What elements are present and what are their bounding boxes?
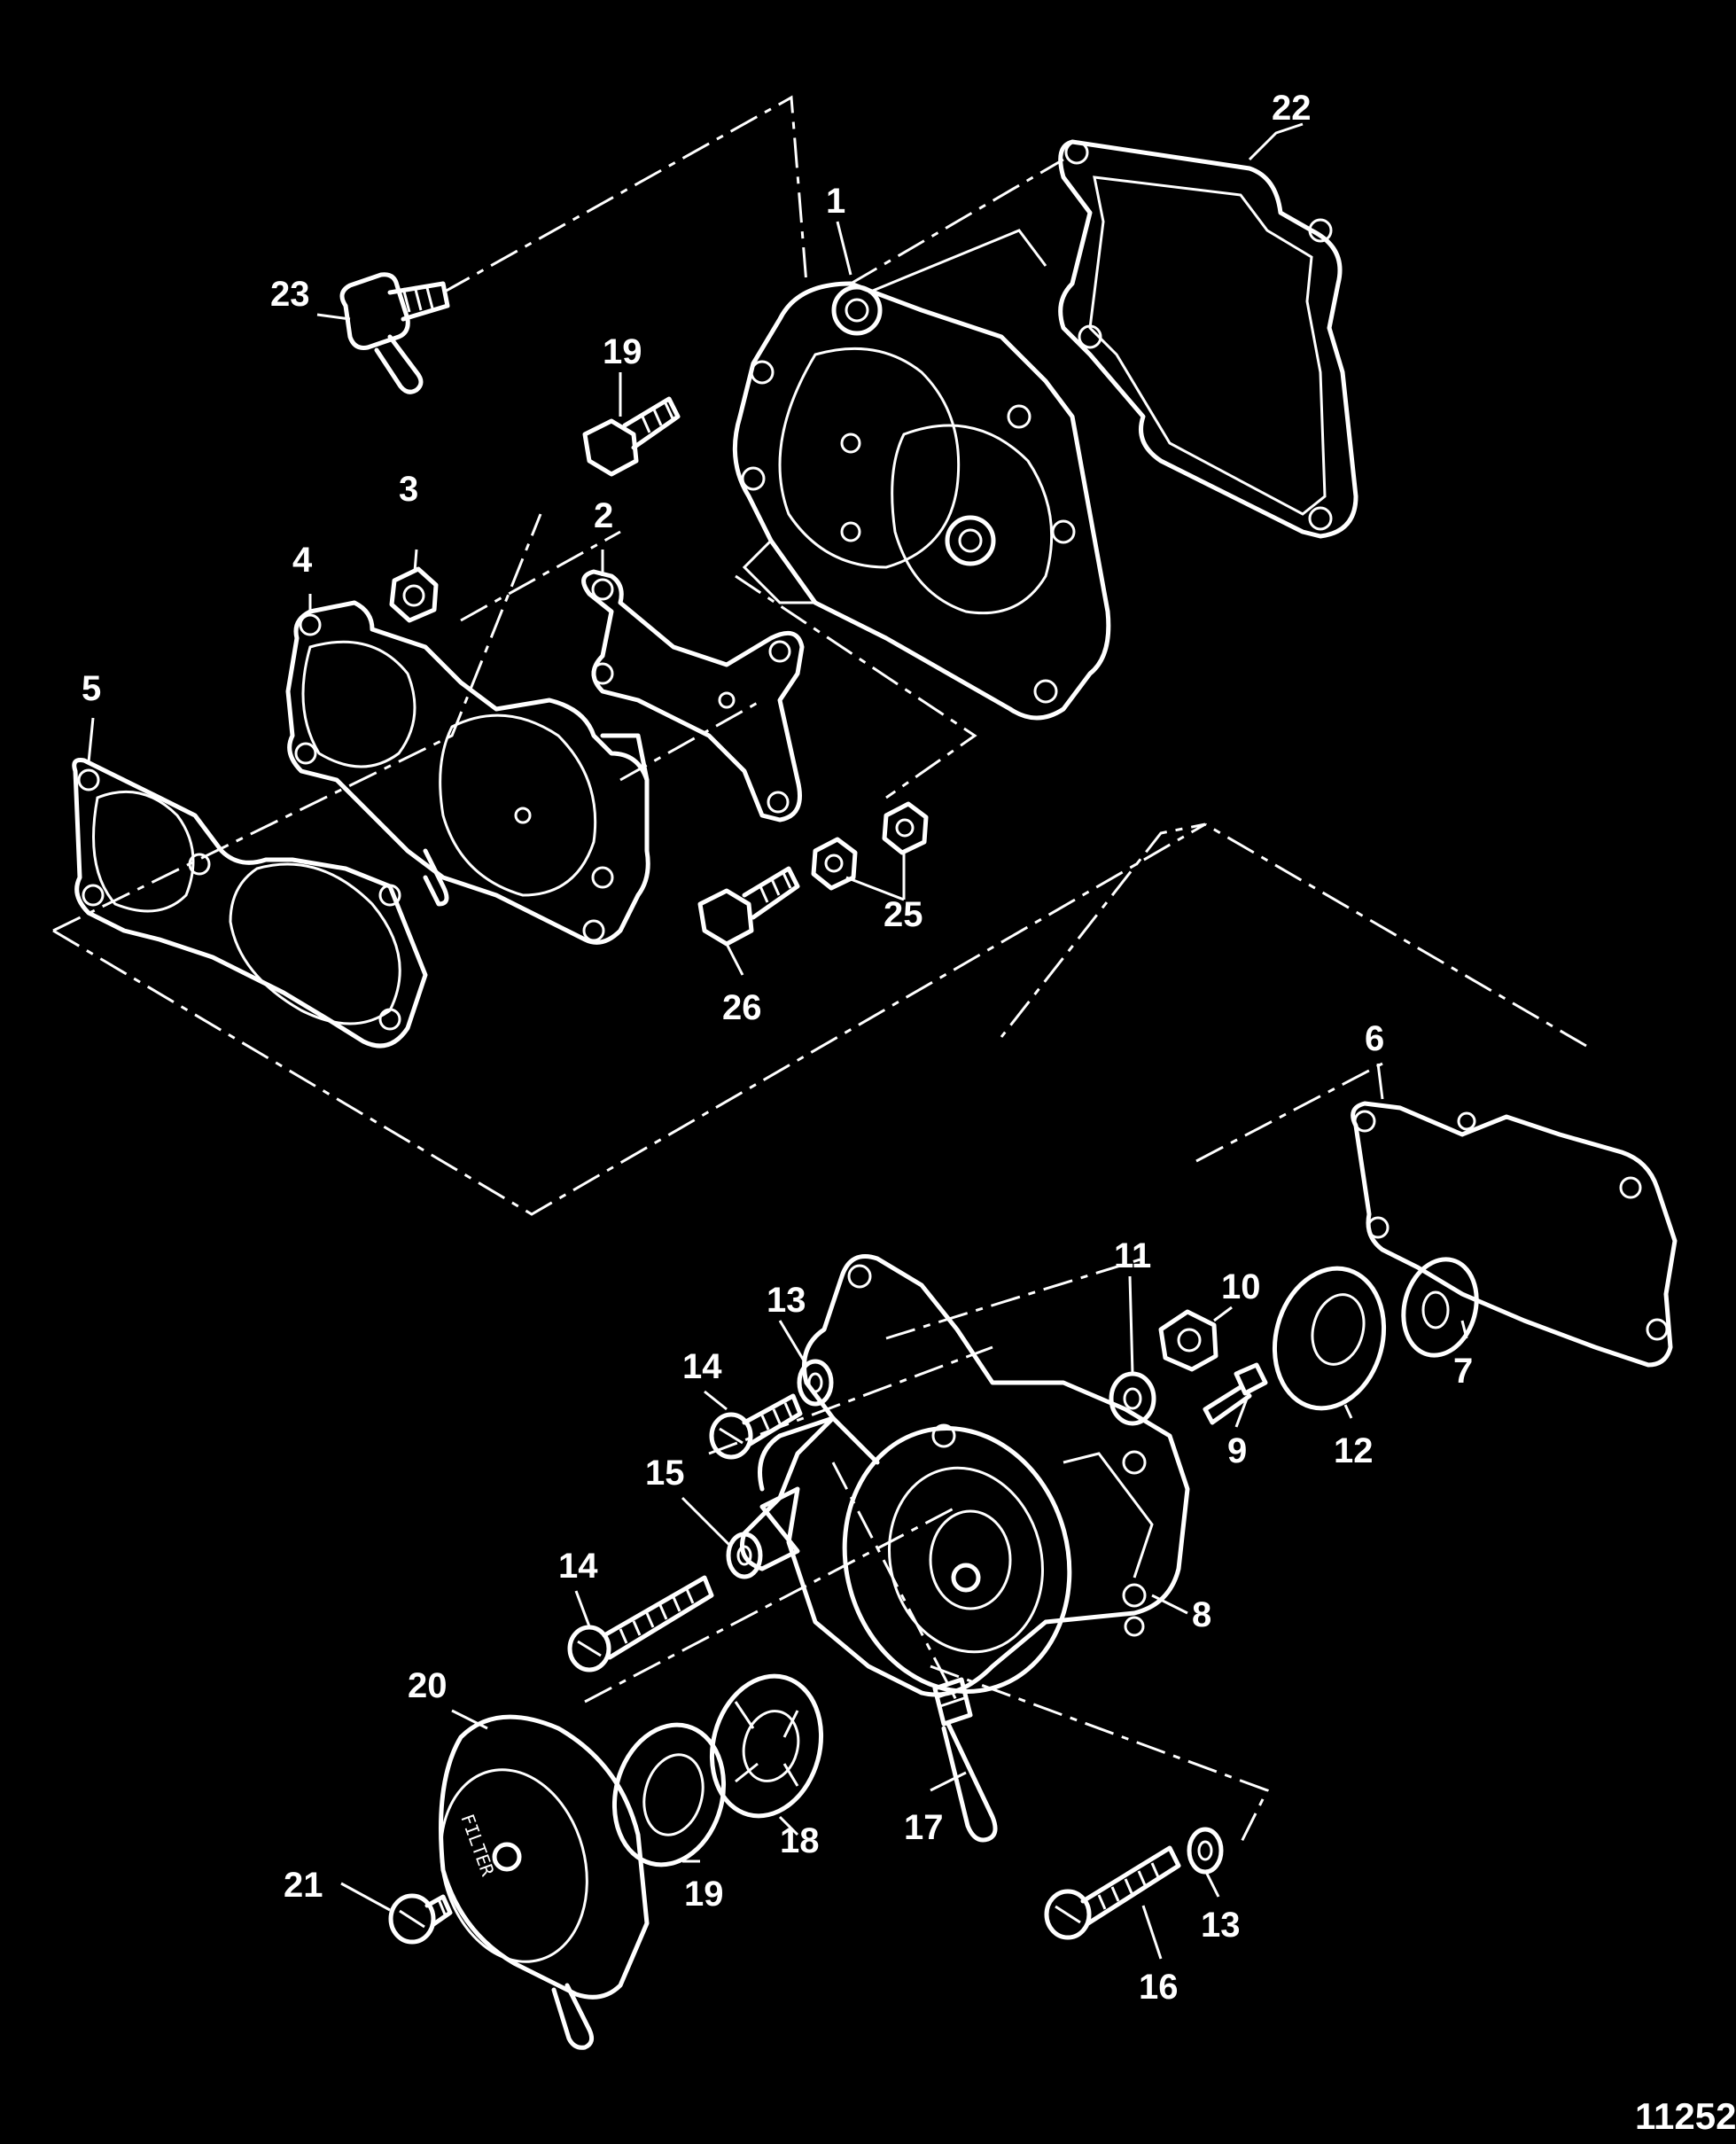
gasket-19 <box>611 1722 727 1867</box>
callout-21: 19 <box>603 332 642 371</box>
leader-lines <box>87 122 1468 1960</box>
callout-7: 7 <box>1453 1352 1473 1391</box>
pump-housing-8 <box>740 1254 1190 1697</box>
filter-marking: FILTER <box>456 1812 499 1880</box>
callout-5: 5 <box>82 669 101 708</box>
callout-25: 25 <box>884 895 923 934</box>
pump-body-1 <box>732 229 1111 721</box>
filter-cover-22: FILTER <box>439 1714 650 2050</box>
callout-26: 26 <box>722 988 762 1027</box>
callout-13-upper: 13 <box>767 1281 806 1320</box>
callout-22: 20 <box>408 1666 448 1705</box>
cover-4 <box>285 600 650 945</box>
callout-6: 6 <box>1365 1019 1384 1058</box>
callout-20: 21 <box>284 1866 323 1905</box>
callout-16: 16 <box>1139 1968 1179 2007</box>
assembly-lines <box>52 95 1587 1844</box>
bolt-21 <box>582 396 681 477</box>
nuts-25 <box>811 801 929 891</box>
callout-19: 19 <box>684 1875 724 1914</box>
callout-9: 9 <box>1227 1431 1247 1470</box>
screw-16 <box>1044 1845 1181 1940</box>
callouts: 22 1 23 19 3 2 4 5 25 26 6 11 10 13 14 7… <box>82 89 1736 2137</box>
washer-15 <box>726 1532 763 1579</box>
screw-20 <box>388 1893 453 1945</box>
callout-24: 22 <box>1272 89 1312 128</box>
gasket-6 <box>1351 1101 1678 1368</box>
callout-12: 12 <box>1334 1431 1374 1470</box>
gasket-24 <box>1058 139 1358 539</box>
gasket-5 <box>72 758 428 1049</box>
diaphragm-12 <box>1272 1266 1387 1411</box>
bracket-2 <box>581 569 805 823</box>
callout-18: 18 <box>780 1821 820 1860</box>
callout-3: 3 <box>399 470 418 509</box>
callout-11: 11 <box>1114 1236 1151 1275</box>
check-valve-10 <box>1158 1309 1218 1372</box>
screw-14-lower <box>567 1575 714 1672</box>
fitting-17 <box>932 1677 998 1843</box>
nut-3 <box>389 566 439 623</box>
washer-13-upper <box>797 1359 834 1407</box>
callout-4: 4 <box>292 541 313 580</box>
figure-id: 11252 <box>1635 2095 1736 2137</box>
washer-13-lower <box>1187 1827 1224 1875</box>
callout-2: 2 <box>594 496 613 535</box>
callout-14-lower: 14 <box>558 1547 598 1586</box>
callout-14-upper: 14 <box>682 1347 722 1386</box>
callout-10: 10 <box>1221 1267 1261 1306</box>
callout-8: 8 <box>1192 1595 1211 1634</box>
screw-14-upper <box>709 1393 803 1460</box>
elbow-fitting-23 <box>339 272 450 394</box>
valve-plate-18 <box>709 1673 824 1819</box>
callout-1: 1 <box>826 182 845 221</box>
seal-7 <box>1401 1257 1479 1358</box>
bolt-26 <box>697 866 800 947</box>
callout-15: 15 <box>645 1454 685 1493</box>
callout-23: 23 <box>270 275 310 314</box>
callout-13-lower: 13 <box>1201 1906 1241 1945</box>
callout-17: 17 <box>904 1808 944 1847</box>
screw-9 <box>1203 1362 1268 1425</box>
